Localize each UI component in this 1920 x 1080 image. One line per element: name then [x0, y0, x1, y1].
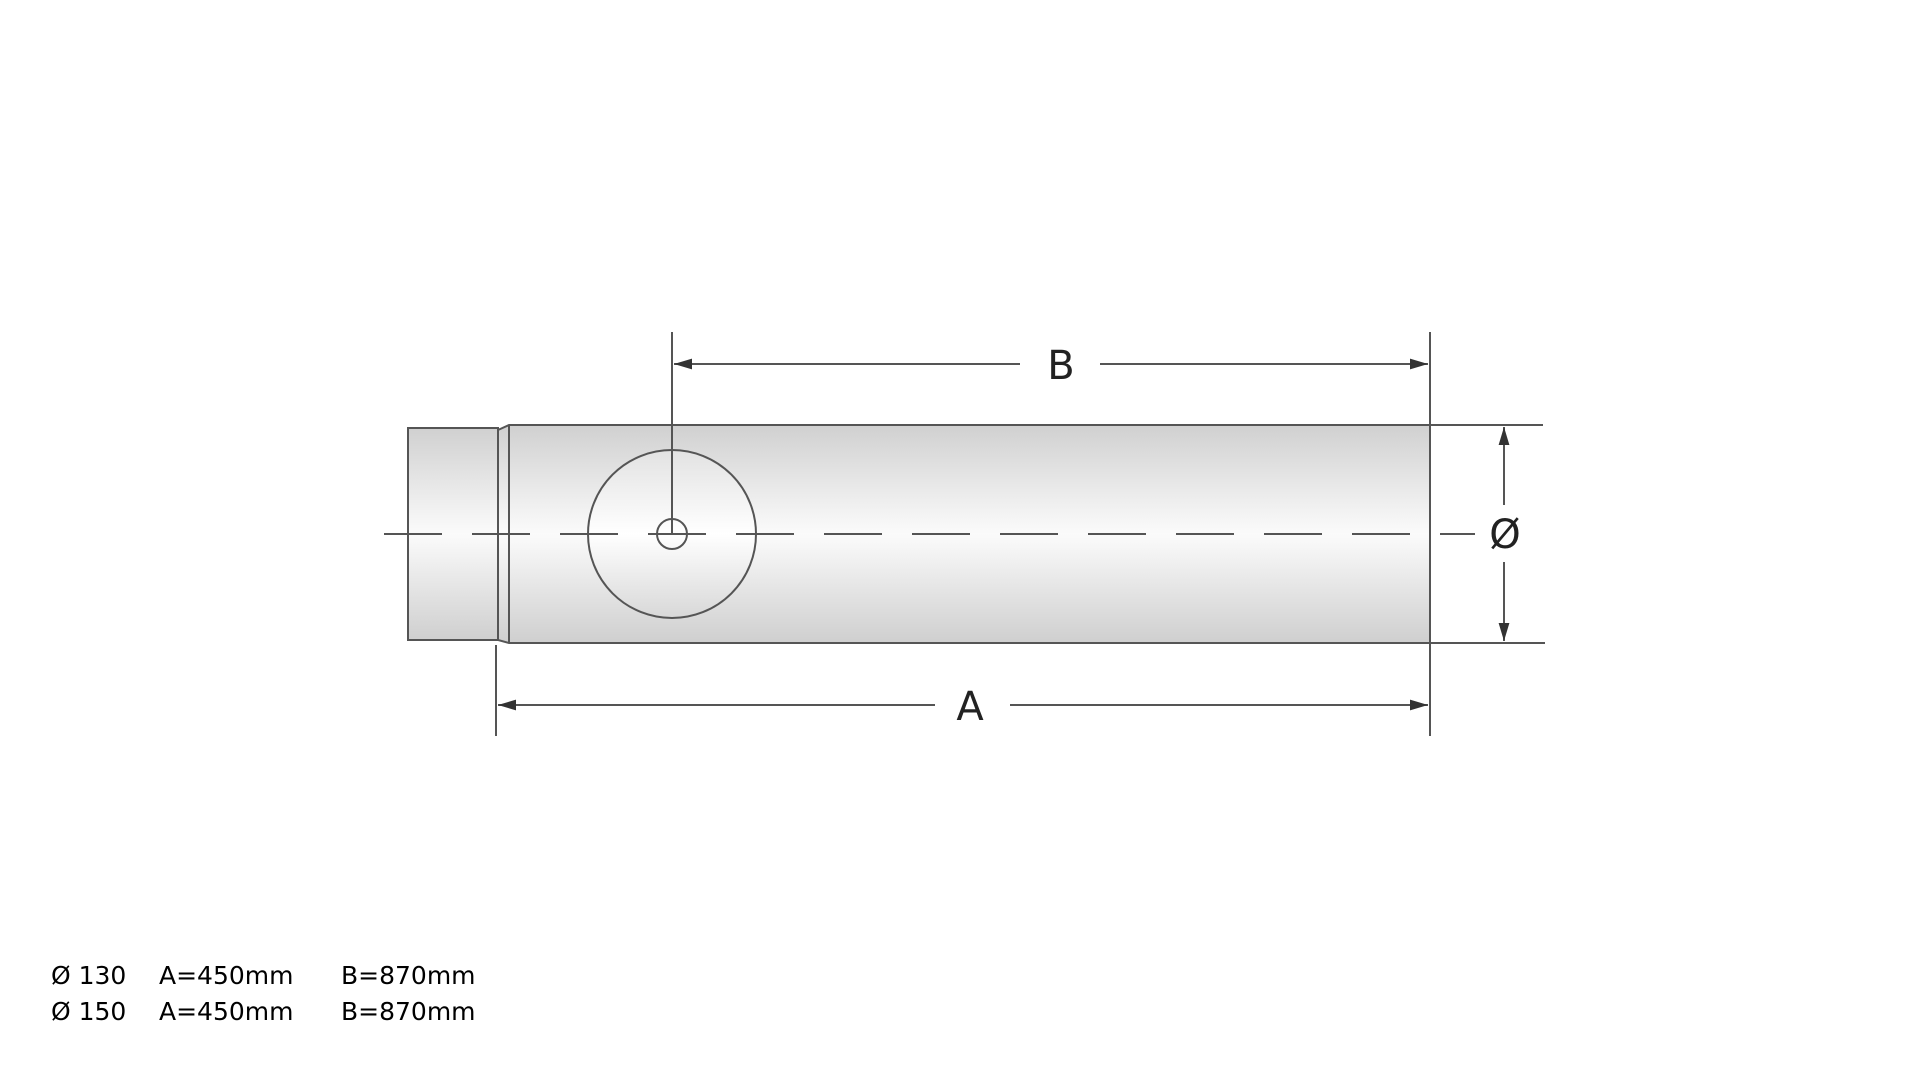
dimension-a-label: A [956, 684, 984, 730]
spec-b: B=870mm [341, 997, 476, 1026]
spec-a: A=450mm [159, 961, 294, 990]
spec-diameter: Ø 130 [51, 961, 127, 990]
dimension-b-label: B [1047, 343, 1074, 389]
dimension-diameter-label: Ø [1489, 512, 1520, 558]
spec-row: Ø 130 A=450mm B=870mm [51, 958, 476, 994]
spec-row: Ø 150 A=450mm B=870mm [51, 994, 476, 1030]
spec-b: B=870mm [341, 961, 476, 990]
spec-a: A=450mm [159, 997, 294, 1026]
spec-diameter: Ø 150 [51, 997, 127, 1026]
